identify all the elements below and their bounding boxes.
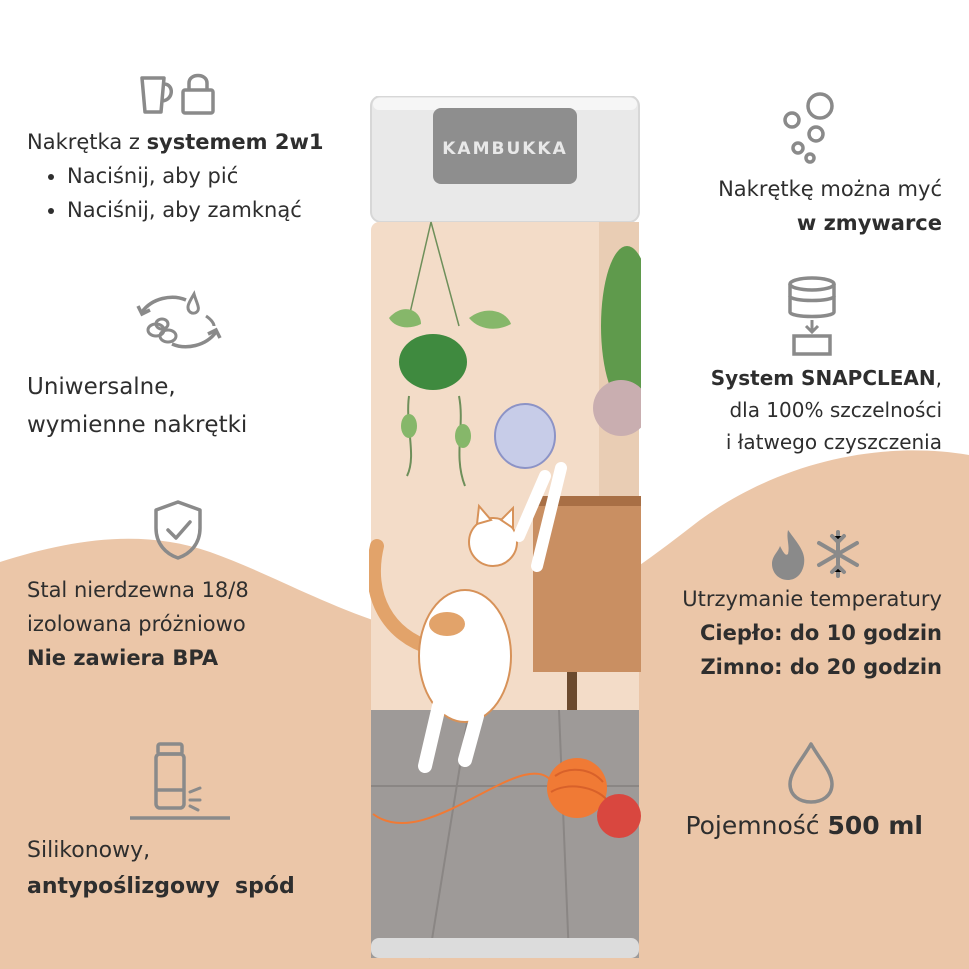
shield-check-icon — [150, 498, 206, 562]
bubbles-icon — [780, 90, 840, 166]
bottle-brand-label: KAMBUKKA — [442, 139, 568, 159]
dishwasher-feature-text: Nakrętkę można myć w zmywarce — [718, 177, 942, 235]
lid-feature-title: Nakrętka z systemem 2w1 — [27, 130, 324, 154]
universal-lid-text: Uniwersalne, wymienne nakrętki — [27, 374, 248, 438]
cup-lock-icon — [137, 70, 217, 118]
drop-icon — [784, 740, 838, 806]
lid-feature-text: Nakrętka z systemem 2w1 Naciśnij, aby pi… — [27, 125, 323, 227]
flame-snowflake-icon — [768, 526, 866, 582]
temperature-feature-text: Utrzymanie temperatury Ciepło: do 10 god… — [682, 587, 942, 679]
base-feature-text: Silikonowy, antypoślizgowy spód — [27, 838, 295, 899]
swap-cycle-icon — [128, 290, 230, 354]
non-slip-bottle-icon — [128, 740, 232, 824]
steel-feature-text: Stal nierdzewna 18/8 izolowana próżniowo… — [27, 578, 249, 670]
snapclean-feature-text: System SNAPCLEAN, dla 100% szczelności i… — [710, 366, 942, 454]
capacity-feature-text: Pojemność 500 ml — [685, 811, 923, 840]
snapclean-icon — [784, 276, 840, 360]
lid-bullet-close: Naciśnij, aby zamknąć — [67, 193, 323, 227]
lid-feature-bullets: Naciśnij, aby pić Naciśnij, aby zamknąć — [27, 159, 323, 227]
kambukka-bottle: KAMBUKKA — [369, 96, 641, 959]
lid-bullet-drink: Naciśnij, aby pić — [67, 159, 323, 193]
